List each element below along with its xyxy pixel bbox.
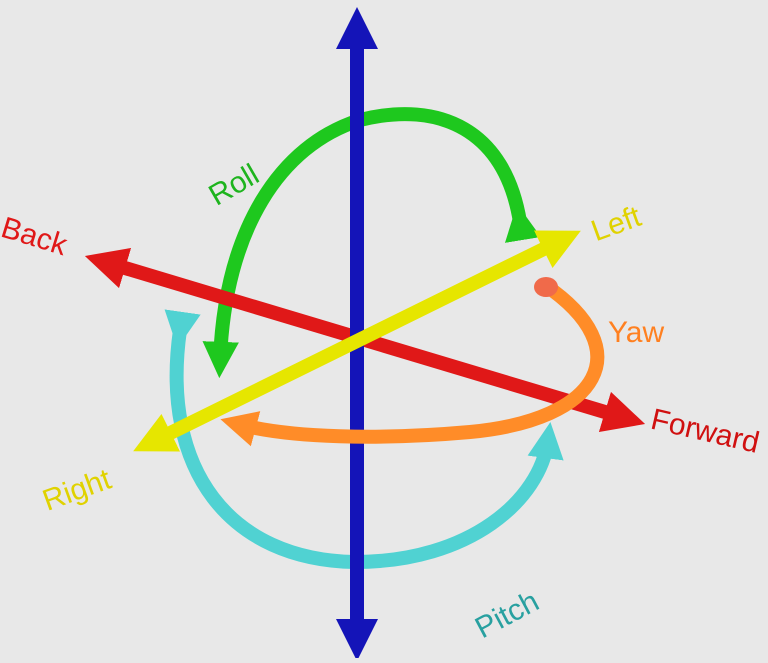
label-forward: Forward [648, 403, 763, 460]
yaw-arrow-tail [534, 277, 558, 297]
label-back: Back [0, 211, 72, 262]
label-yaw: Yaw [608, 316, 664, 349]
label-left: Left [587, 200, 646, 248]
roll-arrow [202, 107, 541, 379]
label-right: Right [38, 462, 116, 517]
left-right-axis [133, 230, 581, 452]
label-pitch: Pitch [470, 585, 544, 645]
yaw-arrow [220, 278, 605, 447]
